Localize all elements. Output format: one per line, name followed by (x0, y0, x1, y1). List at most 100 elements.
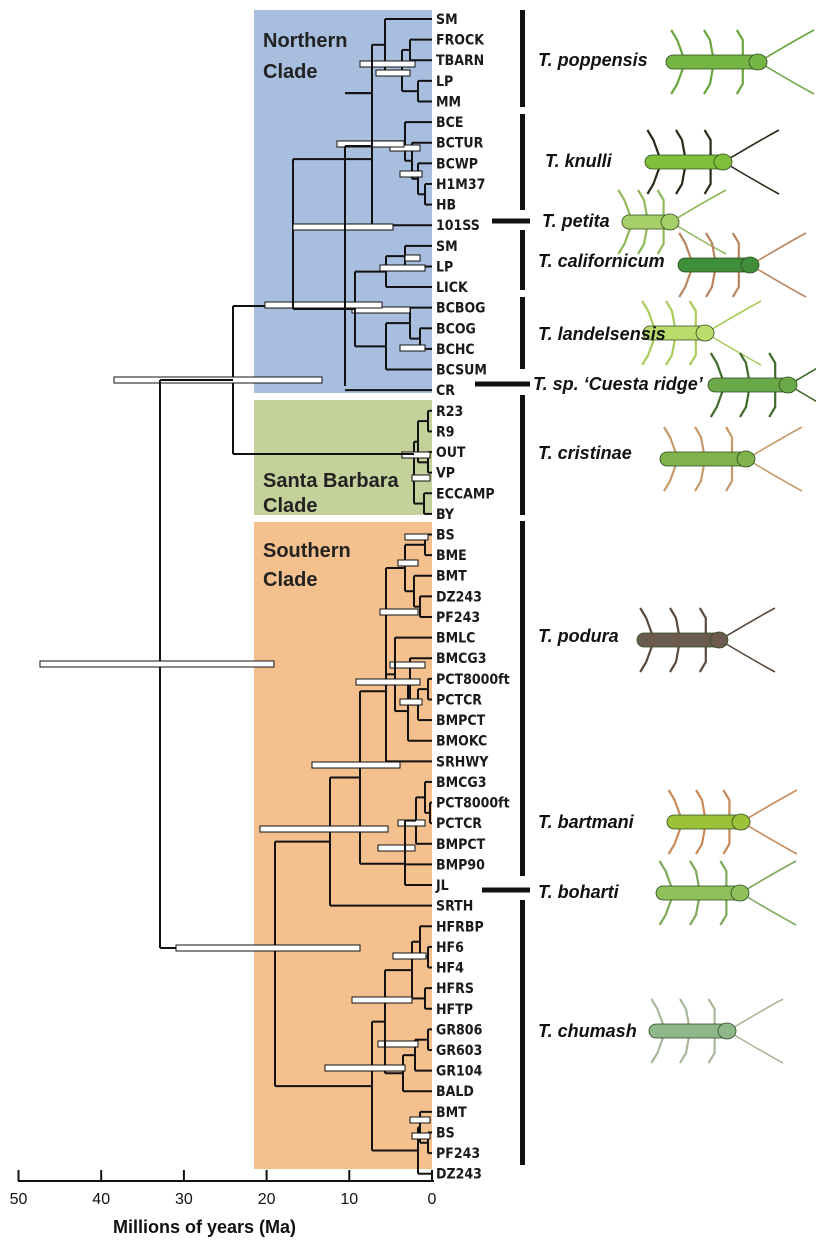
stick-insect-icon (660, 427, 802, 491)
tip-label: BMCG3 (436, 651, 486, 667)
tip-label: BALD (436, 1084, 474, 1100)
tip-label: H1M37 (436, 177, 485, 193)
species-bracket (520, 900, 525, 1165)
node-age-bar (410, 1117, 430, 1123)
node-age-bar (405, 534, 428, 540)
species-bracket (520, 230, 525, 290)
tip-label: BCHC (436, 342, 475, 358)
species-label-landelsensis: T. landelsensis (538, 324, 666, 344)
stick-insect-icon (678, 233, 806, 297)
tip-label: BCE (436, 115, 463, 131)
tip-label: PF243 (436, 1146, 480, 1162)
tip-label: BCSUM (436, 363, 487, 379)
tip-label: VP (436, 466, 455, 482)
tip-label: BCWP (436, 156, 478, 172)
time-axis: 50403020100 (10, 1170, 437, 1208)
species-label-chumash: T. chumash (538, 1021, 637, 1041)
tip-label: R23 (436, 404, 463, 420)
species-connector (492, 219, 530, 224)
node-age-bar (265, 302, 382, 308)
tip-label: TBARN (436, 53, 484, 69)
tip-label: HF4 (436, 961, 464, 977)
tip-label: HB (436, 198, 456, 214)
node-age-bar (380, 265, 425, 271)
tip-label: LP (436, 259, 453, 275)
species-connector (475, 382, 530, 387)
tip-label: LP (436, 74, 453, 90)
node-age-bar (412, 475, 430, 481)
tip-label: PF243 (436, 610, 480, 626)
stick-insect-icon (649, 999, 783, 1063)
node-age-bar (400, 345, 425, 351)
tip-label: BCBOG (436, 301, 485, 317)
node-age-bar (376, 70, 410, 76)
node-age-bar (398, 560, 418, 566)
tip-label: BMOKC (436, 734, 487, 750)
axis-tick-label: 0 (428, 1191, 437, 1208)
tip-label: JL (435, 878, 449, 894)
species-bracket (520, 114, 525, 210)
tip-label: BY (436, 507, 455, 523)
tip-label: BME (436, 548, 467, 564)
tip-label: PCTCR (436, 693, 482, 709)
tip-label: 101SS (436, 218, 480, 234)
tip-label: BMCG3 (436, 775, 486, 791)
species-bracket (520, 395, 525, 515)
tip-label: BMPCT (436, 713, 486, 729)
node-age-bar (356, 679, 420, 685)
node-age-bar (380, 609, 418, 615)
node-age-bar (176, 945, 360, 951)
node-age-bar (325, 1065, 405, 1071)
tip-label: GR806 (436, 1022, 483, 1038)
stick-insect-icon (667, 790, 797, 854)
tip-label: PCT8000ft (436, 672, 510, 688)
axis-tick-label: 50 (10, 1191, 28, 1208)
node-age-bar (393, 953, 426, 959)
tip-label: SRTH (436, 899, 473, 915)
tip-labels: SMFROCKTBARNLPMMBCEBCTURBCWPH1M37HB101SS… (435, 12, 510, 1183)
tip-label: CR (436, 383, 455, 399)
stick-insect-icon (618, 190, 726, 254)
node-age-bar (378, 845, 415, 851)
tip-label: BCTUR (436, 136, 484, 152)
axis-tick-label: 30 (175, 1191, 193, 1208)
species-label-poppensis: T. poppensis (538, 50, 648, 70)
tip-label: BMP90 (436, 857, 485, 873)
tip-label: SM (436, 239, 458, 255)
tip-label: LICK (436, 280, 469, 296)
species-bracket (520, 297, 525, 369)
species-label-podura: T. podura (538, 626, 619, 646)
stick-insect-icon (645, 130, 779, 194)
node-age-bar (312, 762, 400, 768)
stick-insect-illustrations (618, 30, 816, 1063)
node-age-bar (260, 826, 388, 832)
species-label-californicum: T. californicum (538, 251, 665, 271)
axis-tick-label: 40 (92, 1191, 110, 1208)
tip-label: ECCAMP (436, 486, 495, 502)
species-bracket (520, 762, 525, 876)
stick-insect-icon (666, 30, 814, 94)
tip-label: BS (436, 1126, 455, 1142)
tip-label: GR104 (436, 1064, 483, 1080)
tip-label: BMT (436, 1105, 467, 1121)
species-label-boharti: T. boharti (538, 882, 620, 902)
tip-label: HF6 (436, 940, 464, 956)
species-label-knulli: T. knulli (545, 151, 613, 171)
tip-label: DZ243 (436, 589, 482, 605)
species-connector (482, 888, 530, 893)
node-age-bar (400, 699, 422, 705)
species-label-bartmani: T. bartmani (538, 812, 635, 832)
tip-label: BMPCT (436, 837, 486, 853)
tip-label: FROCK (436, 33, 485, 49)
axis-tick-label: 20 (258, 1191, 276, 1208)
tip-label: GR603 (436, 1043, 482, 1059)
node-age-bar (405, 255, 420, 261)
node-age-bar (352, 997, 412, 1003)
tip-label: SRHWY (436, 754, 489, 770)
tip-label: OUT (436, 445, 466, 461)
stick-insect-icon (656, 861, 796, 925)
axis-title: Millions of years (Ma) (113, 1217, 296, 1237)
tip-label: PCTCR (436, 816, 482, 832)
stick-insect-icon (708, 353, 816, 417)
